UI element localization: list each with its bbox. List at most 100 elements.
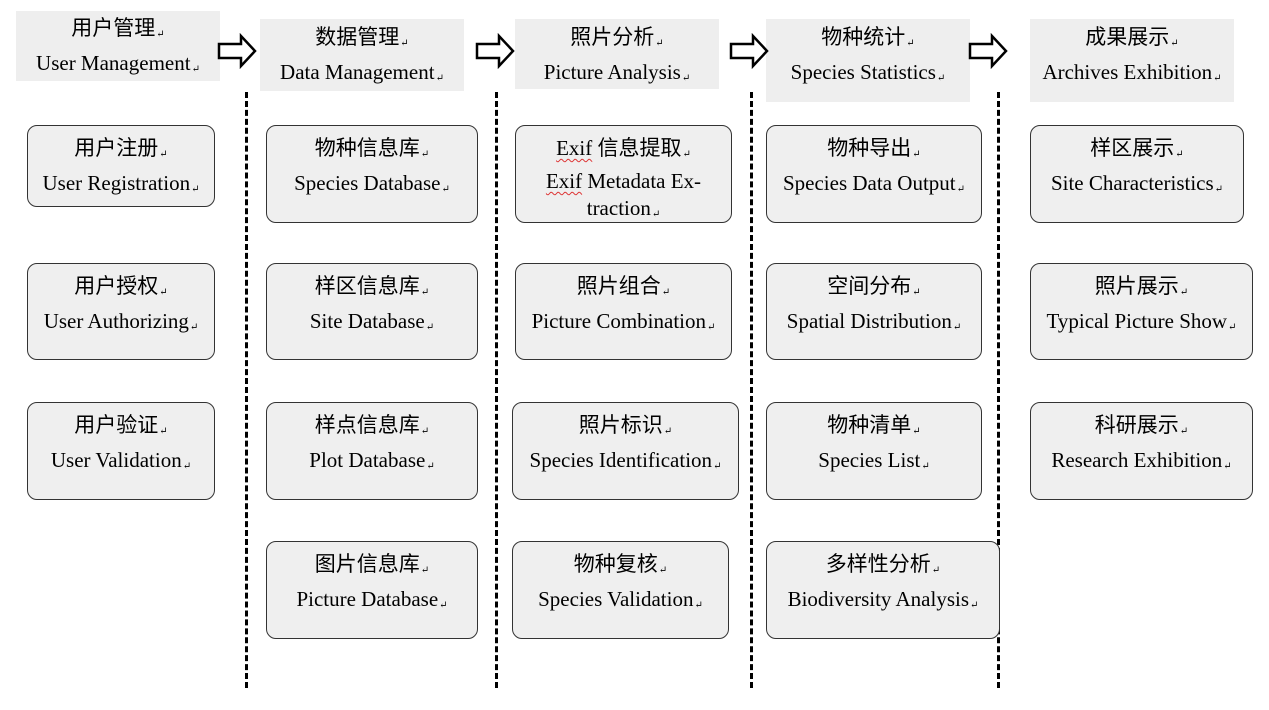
header-en-label: Picture Analysis: [543, 60, 681, 84]
box-en-label: Species Database: [294, 171, 441, 195]
module-header-data-management: 数据管理↵ Data Management↵: [260, 19, 464, 91]
function-box-species-database: 物种信息库↵ Species Database↵: [266, 125, 478, 223]
paragraph-mark: ↵: [1213, 73, 1222, 84]
paragraph-mark: ↵: [956, 184, 965, 195]
box-en-label: Picture Database: [296, 587, 439, 611]
paragraph-mark: ↵: [435, 73, 444, 84]
paragraph-mark: ↵: [906, 38, 915, 49]
box-en-label: Research Exhibition: [1051, 448, 1223, 472]
box-en-label: Typical Picture Show: [1046, 309, 1228, 333]
box-cn-label: 物种清单: [827, 413, 912, 437]
paragraph-mark: ↵: [1170, 38, 1179, 49]
box-en-label: User Validation: [50, 448, 182, 472]
header-cn-label: 物种统计: [821, 25, 906, 49]
flow-arrow-icon: [968, 33, 1008, 69]
box-en-label: Plot Database: [309, 448, 426, 472]
exif-label: Exif: [556, 136, 593, 160]
column-divider: [997, 92, 1000, 688]
box-cn-label: 用户注册: [74, 136, 159, 160]
function-box-spatial-distribution: 空间分布↵ Spatial Distribution↵: [766, 263, 982, 360]
box-en-label: Site Characteristics: [1050, 171, 1214, 195]
paragraph-mark: ↵: [1175, 149, 1184, 160]
paragraph-mark: ↵: [681, 73, 691, 84]
header-en-label: Species Statistics: [790, 60, 936, 84]
box-cn-label: 图片信息库: [314, 552, 420, 576]
box-en-label: Species Identification: [529, 448, 713, 472]
box-en-label: Species Data Output: [782, 171, 956, 195]
paragraph-mark: ↵: [439, 600, 448, 611]
function-box-species-data-output: 物种导出↵ Species Data Output↵: [766, 125, 982, 223]
function-box-picture-combination: 照片组合↵ Picture Combination↵: [515, 263, 732, 360]
header-cn-label: 用户管理: [71, 16, 156, 40]
box-en-label: Metadata Ex-: [582, 169, 702, 193]
paragraph-mark: ↵: [420, 426, 430, 437]
paragraph-mark: ↵: [1179, 426, 1189, 437]
flow-arrow-icon: [729, 33, 769, 69]
function-box-site-characteristics: 样区展示↵ Site Characteristics↵: [1030, 125, 1244, 223]
box-en-label-continued: traction: [586, 196, 651, 220]
function-box-species-validation: 物种复核↵ Species Validation↵: [512, 541, 729, 639]
box-cn-label: 多样性分析: [825, 552, 931, 576]
function-box-biodiversity-analysis: 多样性分析↵ Biodiversity Analysis↵: [766, 541, 1000, 639]
paragraph-mark: ↵: [159, 426, 168, 437]
box-en-label: User Authorizing: [43, 309, 189, 333]
box-cn-label: 样区展示: [1090, 136, 1175, 160]
paragraph-mark: ↵: [661, 287, 671, 298]
paragraph-mark: ↵: [420, 149, 430, 160]
paragraph-mark: ↵: [156, 29, 165, 40]
flow-arrow-icon: [475, 33, 515, 69]
paragraph-mark: ↵: [707, 322, 716, 333]
box-en-label: Site Database: [309, 309, 425, 333]
paragraph-mark: ↵: [655, 38, 664, 49]
function-box-user-validation: 用户验证↵ User Validation↵: [27, 402, 215, 500]
paragraph-mark: ↵: [970, 600, 979, 611]
column-divider: [495, 92, 498, 688]
function-box-species-list: 物种清单↵ Species List↵: [766, 402, 982, 500]
paragraph-mark: ↵: [936, 73, 946, 84]
header-cn-label: 照片分析: [570, 25, 655, 49]
paragraph-mark: ↵: [663, 426, 673, 437]
function-box-picture-database: 图片信息库↵ Picture Database↵: [266, 541, 478, 639]
paragraph-mark: ↵: [1228, 322, 1237, 333]
box-cn-label: 物种复核: [573, 552, 658, 576]
column-divider: [750, 92, 753, 688]
module-header-archives-exhibition: 成果展示↵ Archives Exhibition↵: [1030, 19, 1234, 102]
paragraph-mark: ↵: [912, 149, 921, 160]
paragraph-mark: ↵: [682, 149, 691, 160]
header-en-label: Archives Exhibition: [1042, 60, 1213, 84]
module-header-user-management: 用户管理↵ User Management↵: [16, 11, 220, 81]
paragraph-mark: ↵: [425, 322, 435, 333]
paragraph-mark: ↵: [952, 322, 962, 333]
box-cn-label: 物种导出: [827, 136, 912, 160]
header-en-label: Data Management: [280, 60, 435, 84]
paragraph-mark: ↵: [159, 287, 168, 298]
box-en-label: Biodiversity Analysis: [787, 587, 970, 611]
box-cn-label: 用户授权: [74, 274, 159, 298]
paragraph-mark: ↵: [1179, 287, 1189, 298]
paragraph-mark: ↵: [651, 209, 661, 220]
function-box-site-database: 样区信息库↵ Site Database↵: [266, 263, 478, 360]
paragraph-mark: ↵: [441, 184, 450, 195]
paragraph-mark: ↵: [694, 600, 703, 611]
box-en-label: Species Validation: [538, 587, 694, 611]
paragraph-mark: ↵: [182, 461, 192, 472]
box-cn-label: 科研展示: [1094, 413, 1179, 437]
function-box-exif-extraction: Exif 信息提取↵ Exif Metadata Ex- traction↵: [515, 125, 732, 223]
function-box-user-registration: 用户注册↵ User Registration↵: [27, 125, 215, 207]
function-box-research-exhibition: 科研展示↵ Research Exhibition↵: [1030, 402, 1253, 500]
box-en-label: User Registration: [42, 171, 191, 195]
paragraph-mark: ↵: [1223, 461, 1232, 472]
module-header-species-statistics: 物种统计↵ Species Statistics↵: [766, 19, 970, 102]
paragraph-mark: ↵: [1214, 184, 1224, 195]
box-en-label: Species List: [818, 448, 921, 472]
paragraph-mark: ↵: [912, 426, 921, 437]
box-cn-label: 空间分布: [827, 274, 912, 298]
header-cn-label: 成果展示: [1085, 25, 1170, 49]
header-cn-label: 数据管理: [315, 25, 400, 49]
paragraph-mark: ↵: [658, 565, 668, 576]
box-cn-label: 照片组合: [576, 274, 661, 298]
box-cn-label: 样区信息库: [314, 274, 420, 298]
paragraph-mark: ↵: [420, 287, 430, 298]
function-box-plot-database: 样点信息库↵ Plot Database↵: [266, 402, 478, 500]
header-en-label: User Management: [36, 51, 191, 75]
